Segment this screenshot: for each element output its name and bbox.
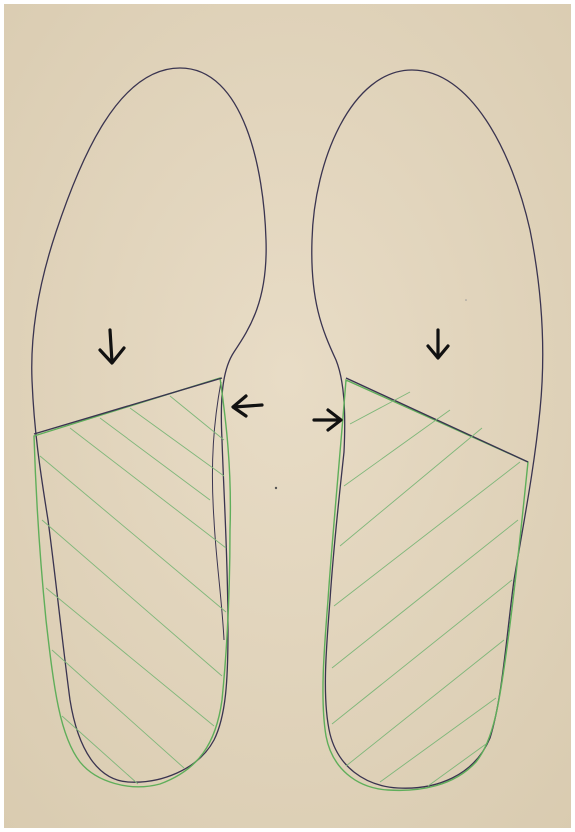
pencil-speck: [275, 487, 277, 489]
pencil-speck: [465, 299, 467, 301]
paper-background: [4, 4, 571, 828]
